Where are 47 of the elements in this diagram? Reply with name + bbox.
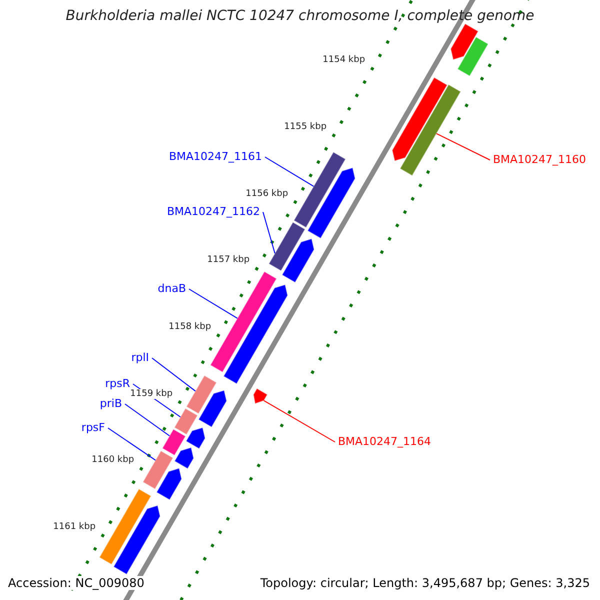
gene-label: priB: [100, 397, 122, 410]
gene-block: [281, 238, 315, 284]
gene-bar: [162, 428, 186, 456]
scale-label: 1158 kbp: [168, 322, 212, 332]
scale-label: 1156 kbp: [246, 188, 288, 199]
scale-label: 1160 kbp: [92, 455, 134, 466]
gene-label: rpsF: [81, 421, 105, 434]
gene-bar: [98, 488, 152, 566]
leader-line: [262, 212, 276, 254]
accession-text: Accession: NC_009080: [8, 576, 144, 590]
gene-block: [198, 390, 228, 428]
gene-block: [392, 76, 448, 162]
title: Burkholderia mallei NCTC 10247 chromosome I, complete genome: [66, 8, 534, 24]
scale-label: 1154 kbp: [322, 55, 366, 66]
gene-label: BMA10247_1162: [166, 205, 260, 218]
gene-bar: [268, 222, 306, 272]
gene-bar: [142, 450, 174, 490]
leader-line: [152, 358, 196, 392]
gene-block: [450, 23, 479, 60]
scale-label: 1159 kbp: [130, 388, 173, 399]
gene-block: [252, 388, 268, 404]
gene-label: BMA10247_1160: [493, 153, 586, 166]
leader-line: [436, 133, 490, 160]
gene-label: dnaB: [158, 282, 186, 295]
scale-label: 1161 kbp: [53, 522, 96, 532]
leader-line: [108, 428, 156, 461]
gene-bar: [399, 84, 462, 176]
gene-block: [185, 426, 206, 450]
leader-line: [124, 404, 170, 436]
gene-label: BMA10247_1161: [168, 150, 262, 163]
gene-bar: [456, 36, 489, 77]
gene-label: rplI: [131, 351, 149, 364]
scale-label: 1155 kbp: [284, 122, 327, 132]
gene-bar: [174, 408, 198, 436]
scale-label: 1157 kbp: [207, 255, 250, 266]
gene-block: [306, 167, 356, 239]
genome-info-text: Topology: circular; Length: 3,495,687 bp; Genes: 3,325: [260, 576, 590, 590]
gene-bar: [210, 270, 278, 373]
gene-block: [156, 468, 182, 500]
gene-bar: [293, 151, 346, 228]
gene-label: rpsR: [105, 377, 130, 390]
leader-line: [263, 400, 336, 442]
gene-block: [112, 504, 161, 575]
gene-label: BMA10247_1164: [338, 435, 432, 448]
gene-bar: [186, 374, 218, 414]
leader-line: [264, 156, 314, 187]
gene-block: [222, 284, 288, 384]
